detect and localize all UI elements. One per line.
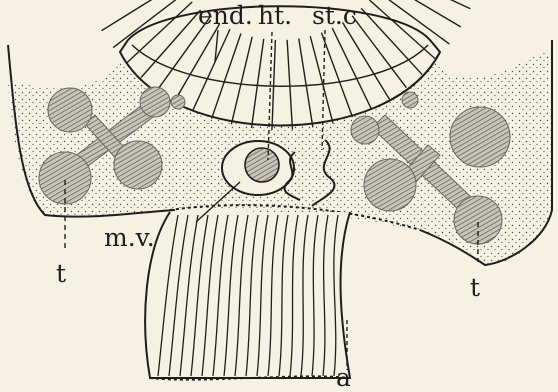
label-t-left: t	[56, 259, 66, 288]
label-t-right: t	[470, 273, 480, 302]
label-a: a	[336, 363, 351, 392]
label-stc: st.c	[312, 1, 357, 30]
label-end: end.	[198, 1, 253, 30]
striated-stalk	[145, 212, 350, 380]
endoderm-cell-wall	[389, 0, 471, 9]
label-ht: ht.	[258, 1, 292, 30]
label-mv: m.v.	[104, 223, 155, 252]
heart-organ	[222, 141, 294, 195]
